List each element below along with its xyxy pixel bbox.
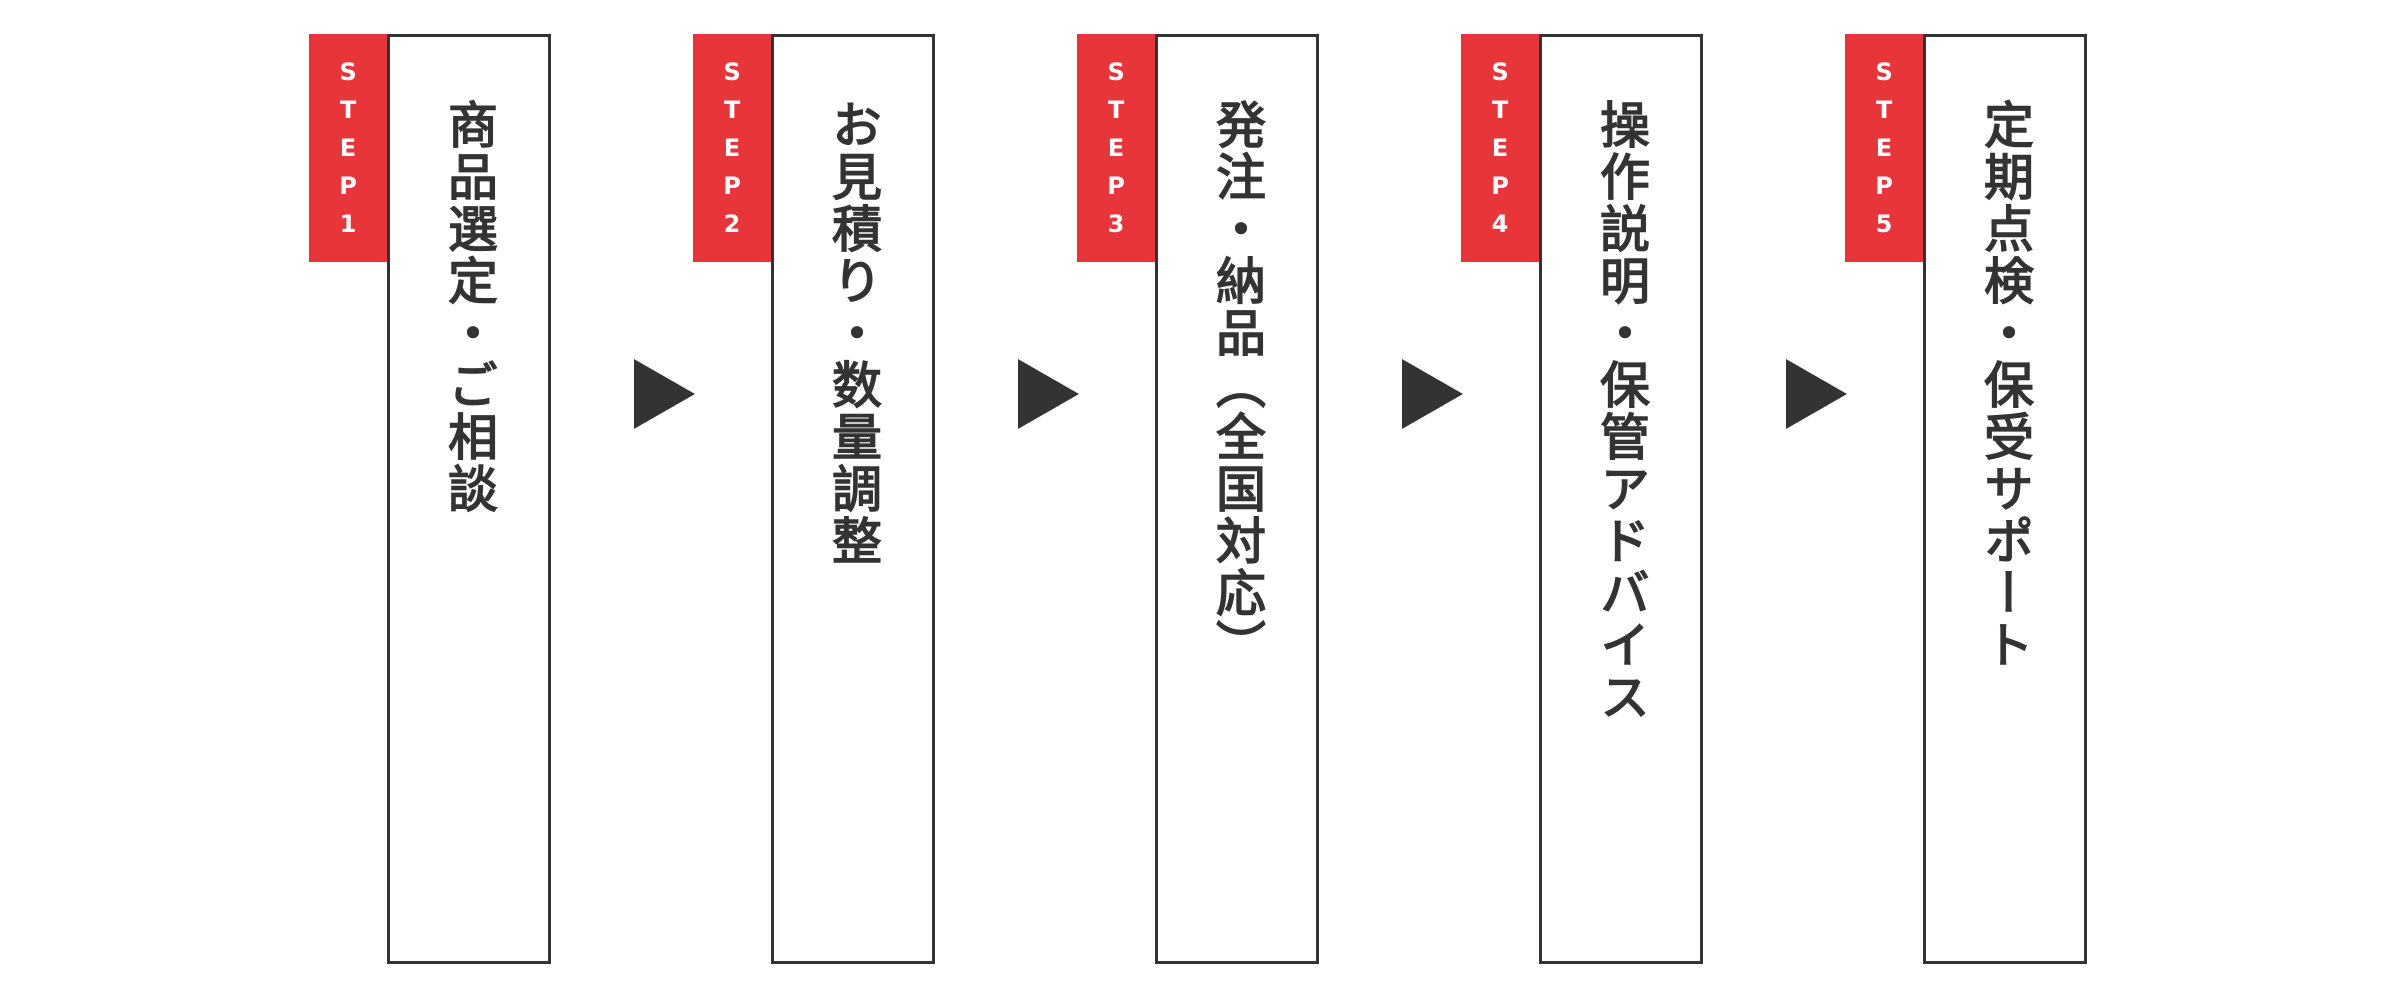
step-tag-letter: E	[339, 134, 357, 162]
step-tag: S T E P 3	[1077, 34, 1155, 262]
step-tag-letter: P	[1875, 172, 1893, 200]
step-tag-letter: S	[1107, 58, 1125, 86]
step-tag-letter: S	[1875, 58, 1893, 86]
step-tag-letter: P	[1107, 172, 1125, 200]
step-tag: S T E P 1	[309, 34, 387, 262]
triangle-right-icon	[1018, 359, 1079, 429]
step-tag-letter: E	[723, 134, 741, 162]
step-tag-letter: S	[1491, 58, 1509, 86]
step-tag-letter: P	[723, 172, 741, 200]
step-tag-letter: T	[339, 96, 357, 124]
step-box: 操作説明・保管アドバイス	[1539, 34, 1703, 964]
triangle-right-icon	[1402, 359, 1463, 429]
step-tag-letter: S	[339, 58, 357, 86]
step-label: 操作説明・保管アドバイス	[1592, 99, 1650, 723]
step-tag-number: 4	[1491, 210, 1509, 238]
step-tag: S T E P 4	[1461, 34, 1539, 262]
step-3: S T E P 3 発注・納品（全国対応）	[1077, 34, 1333, 968]
step-tag-number: 3	[1107, 210, 1125, 238]
step-tag-letter: P	[1491, 172, 1509, 200]
step-tag-letter: E	[1875, 134, 1893, 162]
step-5: S T E P 5 定期点検・保受サポート	[1845, 34, 2101, 968]
step-label: 定期点検・保受サポート	[1976, 99, 2034, 671]
step-tag-letter: E	[1107, 134, 1125, 162]
step-4: S T E P 4 操作説明・保管アドバイス	[1461, 34, 1717, 968]
step-tag-letter: E	[1491, 134, 1509, 162]
step-box: 定期点検・保受サポート	[1923, 34, 2087, 964]
step-tag-letter: T	[1875, 96, 1893, 124]
step-tag-letter: P	[339, 172, 357, 200]
step-tag-letter: S	[723, 58, 741, 86]
step-box: お見積り・数量調整	[771, 34, 935, 964]
step-tag: S T E P 5	[1845, 34, 1923, 262]
step-tag: S T E P 2	[693, 34, 771, 262]
triangle-right-icon	[634, 359, 695, 429]
step-tag-letter: T	[1491, 96, 1509, 124]
step-box: 発注・納品（全国対応）	[1155, 34, 1319, 964]
step-tag-letter: T	[723, 96, 741, 124]
step-tag-letter: T	[1107, 96, 1125, 124]
step-tag-number: 1	[339, 210, 357, 238]
step-1: S T E P 1 商品選定・ご相談	[309, 34, 565, 968]
step-label: お見積り・数量調整	[824, 99, 882, 567]
step-label: 発注・納品（全国対応）	[1208, 99, 1266, 671]
step-tag-number: 2	[723, 210, 741, 238]
step-2: S T E P 2 お見積り・数量調整	[693, 34, 949, 968]
step-box: 商品選定・ご相談	[387, 34, 551, 964]
step-label: 商品選定・ご相談	[440, 99, 498, 515]
step-tag-number: 5	[1875, 210, 1893, 238]
triangle-right-icon	[1786, 359, 1847, 429]
